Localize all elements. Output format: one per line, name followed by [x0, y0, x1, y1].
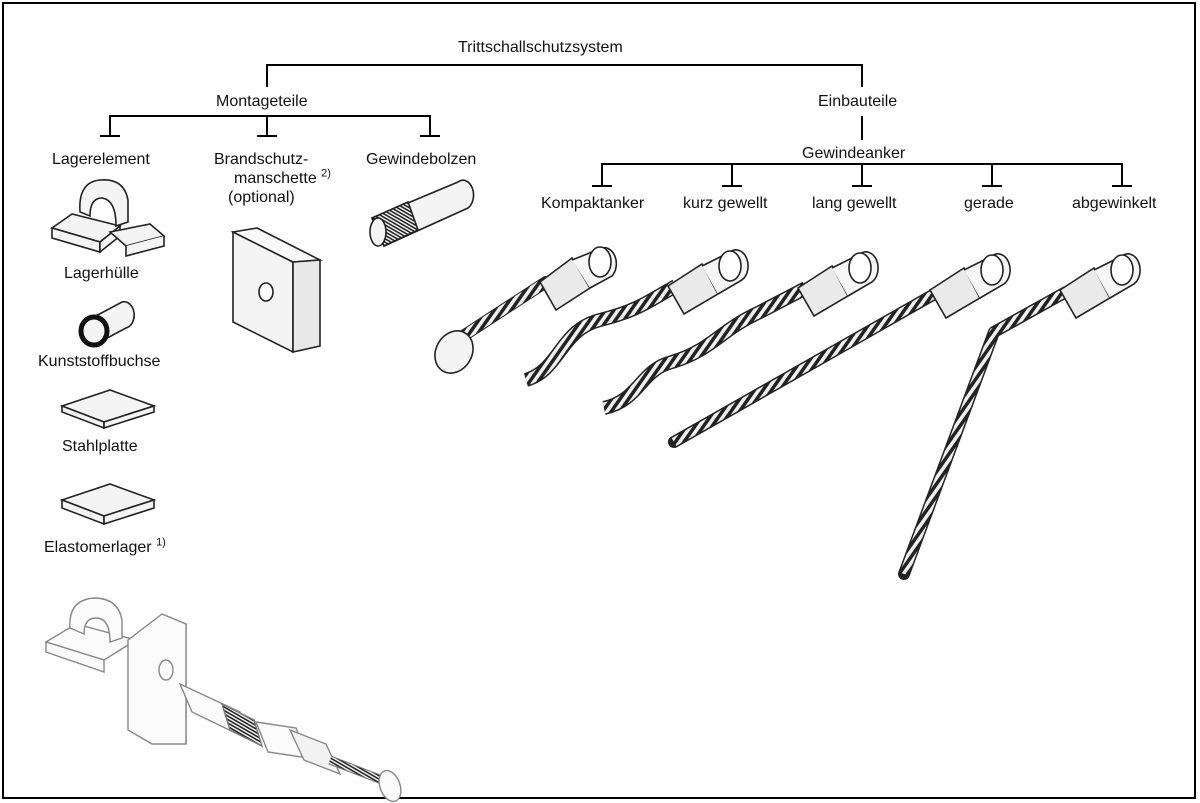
- part-label-lagerhuelle: Lagerhülle: [64, 265, 139, 282]
- lang-gewellt-anchor-icon: [602, 251, 879, 415]
- root-label: Trittschallschutzsystem: [458, 39, 623, 56]
- part-label-stahlplatte: Stahlplatte: [62, 438, 138, 455]
- anchor-label-gerade: gerade: [964, 195, 1014, 212]
- footnote-1: 1): [156, 536, 166, 549]
- elastomerlager-text: Elastomerlager: [44, 539, 152, 556]
- node-label-brandschutz-line2: manschette 2): [234, 167, 331, 188]
- branch-label-einbauteile: Einbauteile: [818, 93, 898, 110]
- kurz-gewellt-anchor-icon: [523, 249, 749, 387]
- elastomerlager-icon: [59, 483, 157, 526]
- anchor-label-abgewinkelt: abgewinkelt: [1072, 195, 1157, 212]
- anchor-label-lang-gewellt: lang gewellt: [812, 195, 897, 212]
- brandschutz-line2-text: manschette: [234, 170, 317, 187]
- node-label-gewindebolzen: Gewindebolzen: [366, 151, 477, 168]
- kunststoffbuchse-icon: [78, 300, 135, 348]
- branch-label-montageteile: Montageteile: [216, 93, 308, 110]
- assembly-illustration: [44, 597, 402, 803]
- node-label-brandschutz-line1: Brandschutz-: [214, 151, 309, 168]
- kompaktanker-icon: [434, 246, 618, 374]
- tree-connectors: [100, 64, 1132, 187]
- gewindebolzen-icon: [369, 179, 475, 248]
- stahlplatte-icon: [59, 389, 157, 430]
- anchor-label-kurz-gewellt: kurz gewellt: [683, 195, 768, 212]
- part-label-kunststoffbuchse: Kunststoffbuchse: [38, 353, 161, 370]
- footnote-2: 2): [321, 167, 331, 180]
- lagerhuelle-icon: [50, 179, 166, 258]
- gerade-anchor-icon: [668, 253, 1011, 448]
- anchor-label-kompaktanker: Kompaktanker: [541, 195, 645, 212]
- node-label-brandschutz-line3: (optional): [228, 189, 295, 206]
- part-label-elastomerlager: Elastomerlager 1): [44, 536, 166, 557]
- node-label-lagerelement: Lagerelement: [52, 151, 150, 168]
- brandschutzmanschette-icon: [230, 227, 323, 354]
- abgewinkelt-anchor-icon: [898, 253, 1141, 580]
- sub-label-gewindeanker: Gewindeanker: [802, 145, 906, 162]
